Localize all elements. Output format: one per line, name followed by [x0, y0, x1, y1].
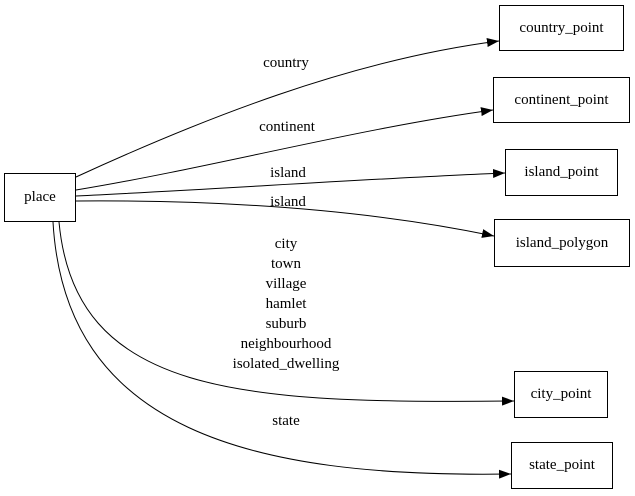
edge-label-line-isolated-dwelling: isolated_dwelling	[232, 356, 340, 372]
edge-label-line-town: town	[271, 256, 301, 272]
edge-label-state: state	[272, 413, 300, 429]
edge-place-island_point	[75, 168, 506, 197]
edge-label-line-village: village	[265, 276, 307, 292]
node-place: place	[4, 173, 76, 222]
edge-place-continent_point	[75, 107, 494, 191]
edge-place-country_point	[75, 38, 500, 178]
edge-place-state_point	[52, 221, 512, 479]
node-continent-point: continent_point	[493, 77, 630, 123]
edge-label-island-point: island	[270, 165, 306, 181]
edge-label-continent: continent	[259, 119, 315, 135]
node-country-point: country_point	[499, 5, 624, 51]
node-city-point: city_point	[514, 371, 608, 418]
node-state-point: state_point	[511, 442, 613, 489]
edge-label-country: country	[263, 55, 309, 71]
node-island-polygon: island_polygon	[494, 219, 630, 267]
edge-label-line-suburb: suburb	[265, 316, 307, 332]
node-island-point: island_point	[505, 149, 618, 196]
edge-label-line-city: city	[274, 236, 298, 252]
edge-label-line-neighbourhood: neighbourhood	[240, 336, 332, 352]
edge-label-island-polygon: island	[270, 194, 306, 210]
edge-label-line-hamlet: hamlet	[265, 296, 307, 312]
edge-place-city_point	[58, 221, 515, 406]
edge-label-city-point: city town village hamlet suburb neighbou…	[233, 234, 340, 374]
edge-place-island_polygon	[75, 200, 495, 238]
